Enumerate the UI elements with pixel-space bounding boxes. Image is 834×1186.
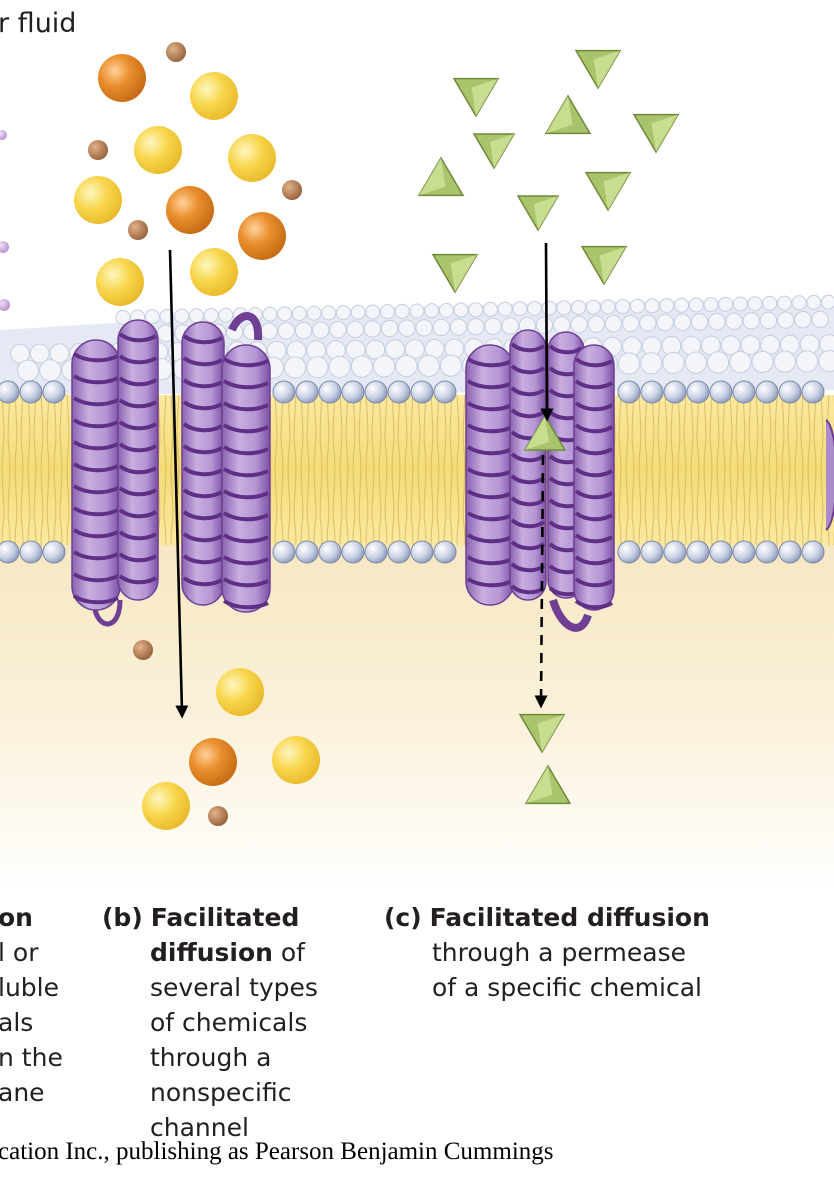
caption-a-line: n the — [0, 1043, 63, 1072]
partial-protein-right-edge — [825, 419, 834, 531]
extracellular-fluid-label: r fluid — [0, 8, 77, 39]
arrow-channel-diffusion — [168, 249, 189, 719]
caption-a-line: luble — [0, 973, 59, 1002]
upper-phospholipid-heads — [0, 380, 825, 404]
permease-protein — [465, 329, 615, 632]
specific-chemical-panel-c — [417, 49, 680, 805]
membrane-transport-diagram — [0, 42, 834, 890]
copyright-credit: cation Inc., publishing as Pearson Benja… — [0, 1138, 554, 1165]
caption-b-line: nonspecific — [150, 1078, 292, 1107]
caption-c-title: Facilitated diffusion — [429, 903, 710, 932]
caption-a-line: als — [0, 1008, 34, 1037]
caption-b-title: Facilitated — [150, 903, 300, 932]
arrow-permease-exit — [534, 454, 548, 709]
caption-facilitated-permease: (c) Facilitated diffusion through a perm… — [384, 900, 710, 1005]
caption-b-line: channel — [150, 1113, 249, 1142]
caption-b-line: several types — [150, 973, 318, 1002]
caption-c-line: through a permease — [432, 938, 686, 967]
caption-simple-diffusion: on l or luble als n the ane — [0, 900, 63, 1110]
small-molecules-panel-a — [0, 130, 10, 311]
caption-b-title-2: diffusion — [150, 938, 273, 967]
caption-a-line: l or — [0, 938, 39, 967]
caption-b-letter: (b) — [102, 903, 143, 932]
lower-phospholipid-heads — [0, 540, 825, 564]
caption-a-line: ane — [0, 1078, 45, 1107]
caption-b-line: through a — [150, 1043, 272, 1072]
arrow-permease-entry — [540, 242, 554, 422]
mixed-chemicals-panel-b — [74, 42, 320, 830]
caption-c-letter: (c) — [384, 903, 422, 932]
nonspecific-channel-protein — [71, 312, 271, 627]
caption-a-title: on — [0, 903, 33, 932]
caption-c-line: of a specific chemical — [432, 973, 702, 1002]
caption-facilitated-channel: (b) Facilitated diffusion of several typ… — [102, 903, 318, 1142]
caption-b-line: of chemicals — [150, 1008, 308, 1037]
